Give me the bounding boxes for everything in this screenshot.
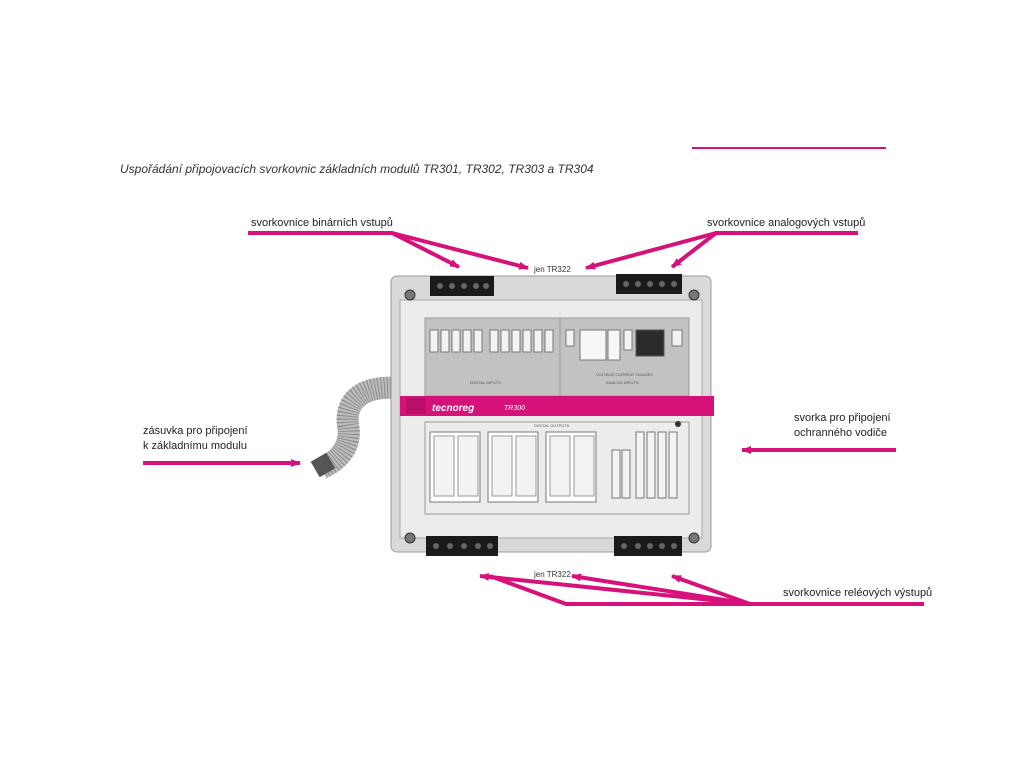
ribbon-cable — [310, 376, 401, 479]
analog-input-area — [565, 329, 683, 361]
label-binary-inputs: svorkovnice binárních vstupů — [251, 217, 393, 229]
device-brand: tecnoreg — [432, 403, 474, 414]
bottom-right-connector — [614, 536, 682, 556]
device-module — [390, 274, 714, 556]
label-socket-line2: k základnímu modulu — [143, 440, 247, 452]
label-socket-line1: zásuvka pro připojení — [143, 425, 248, 437]
digital-inputs-label: DIGITAL INPUTS — [470, 380, 501, 385]
arrow-relay-outputs-3 — [479, 572, 751, 606]
arrow-analog-inputs-2 — [585, 231, 717, 270]
arrow-binary-inputs-2 — [391, 231, 529, 270]
relay-blocks — [429, 421, 681, 503]
analog-inputs-label: ANALOG INPUTS — [606, 380, 639, 385]
top-left-connector — [430, 276, 494, 296]
digital-input-switches — [429, 329, 554, 353]
label-jen-tr322-bottom: jen TR322 — [534, 570, 571, 579]
callout-arrows — [143, 231, 924, 606]
brand-band — [400, 396, 714, 416]
label-ground-line1: svorka pro připojení — [794, 412, 891, 424]
label-jen-tr322-top: jen TR322 — [534, 265, 571, 274]
label-ground-line2: ochranného vodiče — [794, 427, 887, 439]
range-labels: VOLTAGE CURRENT RANGES — [596, 372, 653, 377]
digital-outputs-label: DIGITAL OUTPUTS — [534, 423, 570, 428]
top-right-connector — [616, 274, 682, 294]
device-model: TR300 — [504, 405, 525, 412]
arrow-binary-inputs-1 — [248, 231, 460, 269]
figure-caption: Uspořádání připojovacích svorkovnic zákl… — [120, 162, 594, 176]
label-analog-inputs: svorkovnice analogových vstupů — [707, 217, 866, 229]
bottom-left-connector — [426, 536, 498, 556]
arrow-relay-outputs-4 — [489, 574, 750, 606]
label-relay-outputs: svorkovnice reléových výstupů — [783, 587, 933, 599]
